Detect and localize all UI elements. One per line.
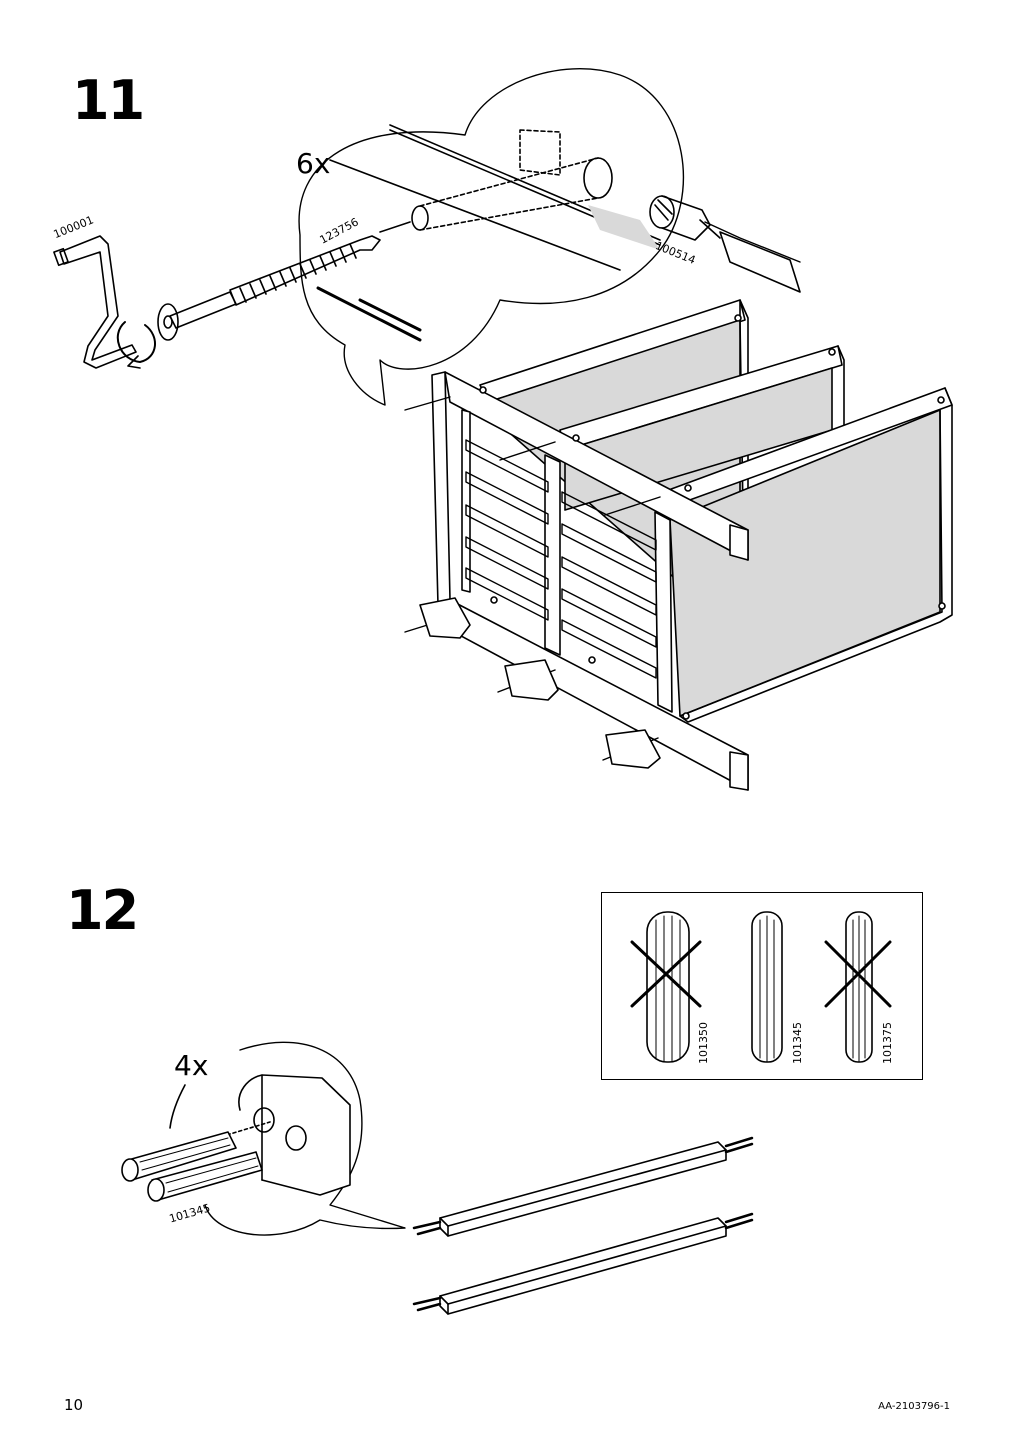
dowel-comparison-box — [601, 892, 923, 1080]
document-code: AA-2103796-1 — [878, 1401, 950, 1412]
step-number-12: 12 — [66, 879, 139, 942]
step11-crib-frame — [404, 299, 953, 791]
dowel-option-label: 101350 — [697, 1022, 710, 1064]
step12-quantity: 4x — [174, 1049, 209, 1082]
step-number-11: 11 — [72, 69, 145, 132]
dowel-option-label: 101375 — [881, 1022, 894, 1064]
dowel-options — [630, 911, 892, 1063]
dowel-option-label: 101345 — [791, 1022, 804, 1064]
step12-detail-bubble — [121, 1041, 406, 1236]
step11-quantity: 6x — [296, 147, 331, 180]
page-number: 10 — [64, 1396, 84, 1414]
step12-rails — [412, 1136, 754, 1315]
step11-detail-bubble — [53, 68, 801, 406]
